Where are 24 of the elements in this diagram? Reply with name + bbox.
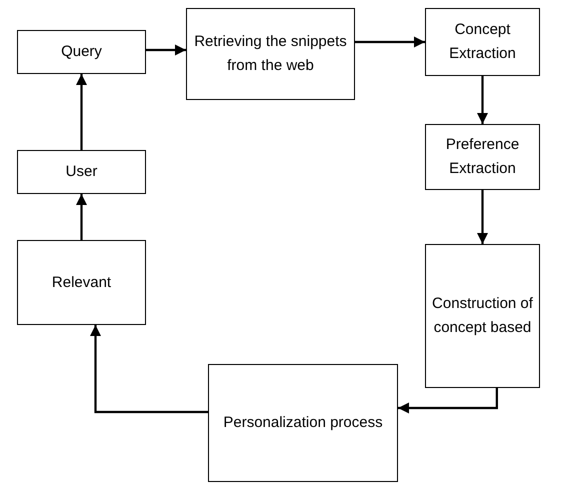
arrow bbox=[398, 388, 498, 414]
process-box bbox=[186, 8, 355, 100]
process-box bbox=[17, 150, 146, 194]
process-box bbox=[17, 240, 146, 325]
process-box bbox=[425, 244, 540, 388]
box-label: Concept Extraction bbox=[448, 20, 517, 64]
arrow bbox=[477, 190, 488, 244]
box-label: Construction of concept based bbox=[431, 294, 534, 338]
box-label: Personalization process bbox=[223, 413, 383, 433]
process-box bbox=[425, 124, 540, 190]
process-box bbox=[208, 364, 398, 482]
arrow bbox=[90, 325, 208, 414]
box-label: Preference Extraction bbox=[444, 135, 520, 179]
process-box bbox=[425, 8, 540, 76]
arrow bbox=[146, 44, 186, 56]
arrow bbox=[477, 76, 488, 124]
arrow bbox=[76, 194, 87, 240]
box-label: Relevant bbox=[52, 272, 112, 292]
arrow bbox=[76, 74, 87, 150]
process-box bbox=[17, 30, 146, 74]
box-label: User bbox=[66, 162, 98, 182]
arrow bbox=[355, 36, 425, 48]
box-label: Retrieving the snippets from the web bbox=[193, 32, 348, 76]
box-label: Query bbox=[61, 42, 102, 62]
